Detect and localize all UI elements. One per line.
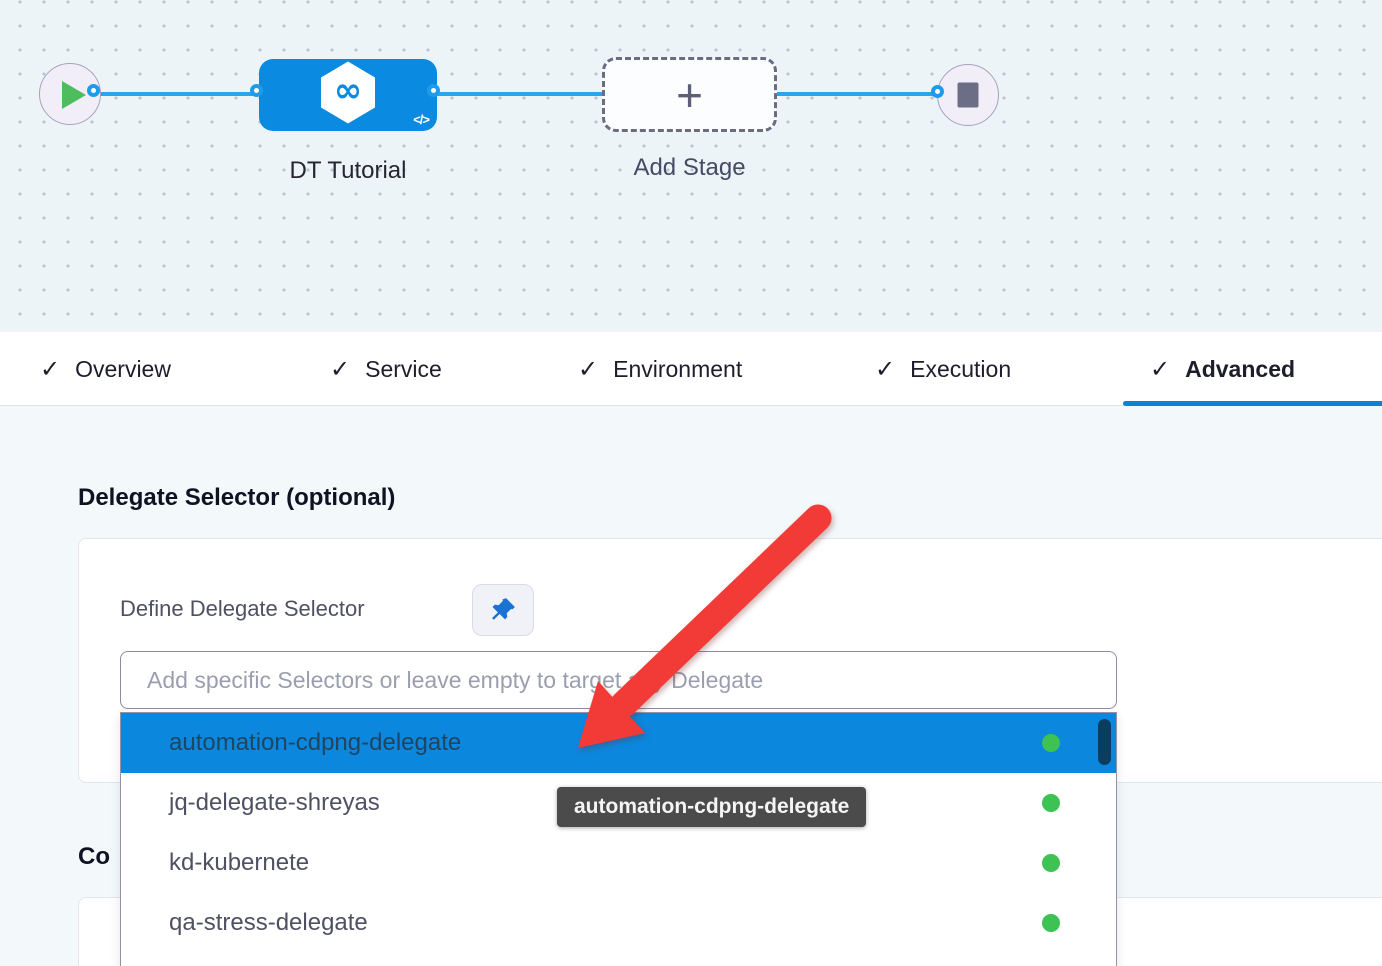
dropdown-scrollbar-thumb[interactable]	[1098, 719, 1111, 765]
tab-advanced[interactable]: ✓ Advanced	[1150, 332, 1295, 406]
delegate-connected-dot	[1042, 794, 1060, 812]
option-label: kd-kubernete	[169, 849, 310, 876]
end-connector-port[interactable]	[931, 85, 944, 98]
play-icon	[62, 81, 86, 109]
pin-icon	[492, 598, 515, 620]
stage-tabbar: ✓ Overview ✓ Service ✓ Environment ✓ Exe…	[0, 332, 1382, 406]
check-icon: ✓	[40, 355, 61, 383]
stage-node-dt-tutorial[interactable]: ∞ </>	[259, 59, 437, 131]
check-icon: ✓	[875, 355, 896, 383]
tab-label: Service	[365, 355, 442, 382]
dropdown-option-automation-cdpng-delegate[interactable]: automation-cdpng-delegate	[121, 713, 1116, 773]
dropdown-option-kd-kubernete[interactable]: kd-kubernete	[121, 833, 1116, 893]
active-tab-indicator	[1123, 401, 1382, 406]
edge-addstage-to-end	[777, 92, 941, 96]
check-icon: ✓	[578, 355, 599, 383]
delegate-selector-heading: Delegate Selector (optional)	[78, 484, 396, 511]
start-connector-port[interactable]	[87, 84, 100, 97]
tab-execution[interactable]: ✓ Execution	[875, 332, 1011, 406]
tab-overview[interactable]: ✓ Overview	[40, 332, 171, 406]
delegate-selector-input[interactable]	[120, 651, 1117, 709]
add-stage-button[interactable]: +	[602, 57, 777, 132]
tab-label: Environment	[613, 355, 743, 382]
edge-start-to-stage	[97, 92, 262, 96]
code-icon[interactable]: </>	[413, 112, 430, 127]
plus-icon: +	[676, 68, 703, 121]
pipeline-end-node[interactable]	[937, 64, 999, 126]
delegate-options-dropdown: automation-cdpng-delegate jq-delegate-sh…	[120, 712, 1117, 966]
stage-in-port[interactable]	[250, 84, 263, 97]
option-label: qa-stress-delegate	[169, 909, 368, 936]
stop-icon	[957, 82, 979, 108]
dropdown-option-qa-stress-delegate[interactable]: qa-stress-delegate	[121, 893, 1116, 953]
svg-text:∞: ∞	[334, 71, 362, 111]
dropdown-option-jq-delegate-shreyas[interactable]: jq-delegate-shreyas	[121, 773, 1116, 833]
tab-label: Execution	[910, 355, 1012, 382]
option-label: jq-delegate-shreyas	[169, 789, 380, 816]
check-icon: ✓	[330, 355, 351, 383]
pin-input-type-button[interactable]	[472, 584, 534, 636]
tab-service[interactable]: ✓ Service	[330, 332, 442, 406]
stage-label[interactable]: DT Tutorial	[289, 157, 407, 184]
delegate-connected-dot	[1042, 734, 1060, 752]
tab-label: Overview	[75, 355, 171, 382]
define-delegate-selector-label: Define Delegate Selector	[120, 596, 365, 621]
add-stage-label[interactable]: Add Stage	[633, 154, 746, 181]
next-section-heading: Co	[78, 843, 110, 870]
delegate-connected-dot	[1042, 914, 1060, 932]
check-icon: ✓	[1150, 355, 1171, 383]
tab-environment[interactable]: ✓ Environment	[578, 332, 742, 406]
tab-label: Advanced	[1185, 355, 1296, 382]
edge-stage-to-addstage	[437, 92, 602, 96]
hover-tooltip: automation-cdpng-delegate	[557, 787, 867, 827]
delegate-connected-dot	[1042, 854, 1060, 872]
option-label: automation-cdpng-delegate	[169, 729, 462, 756]
pipeline-canvas: ∞ </> + DT Tutorial Add Stage	[0, 0, 1382, 332]
harness-cd-icon: ∞	[317, 60, 379, 131]
stage-out-port[interactable]	[427, 84, 440, 97]
